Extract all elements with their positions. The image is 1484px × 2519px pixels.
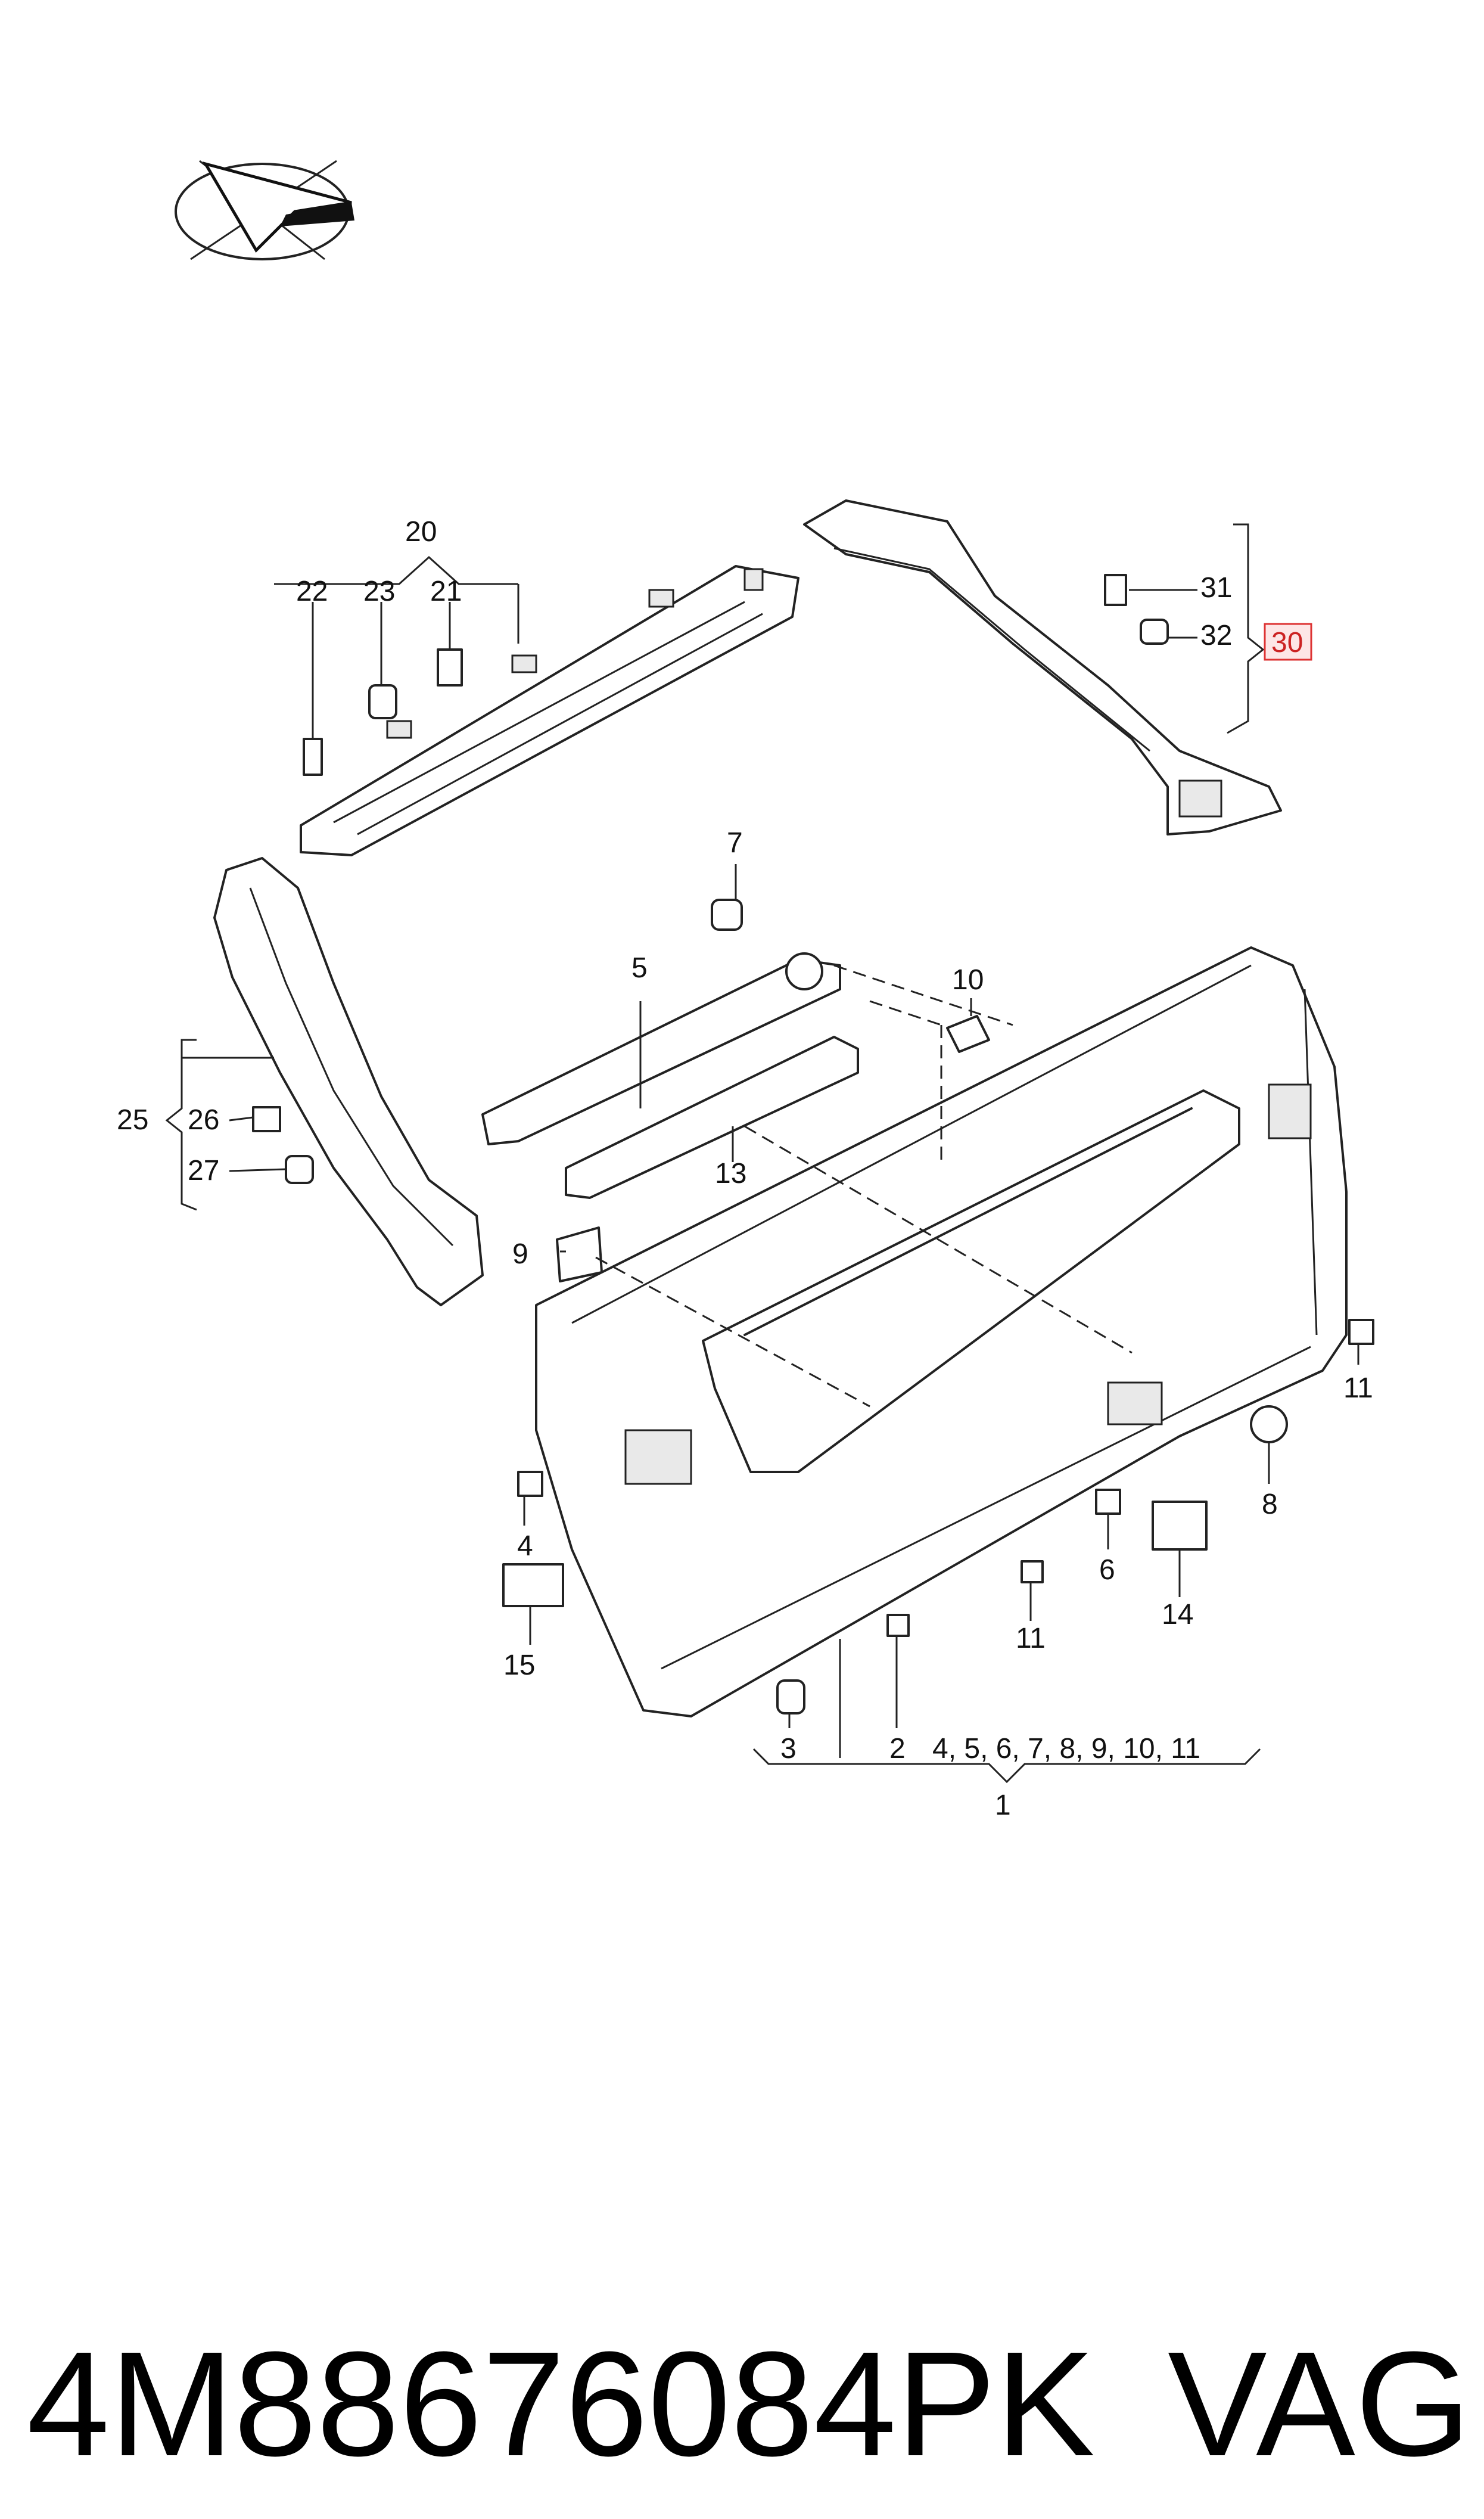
- label-11-lower: 11: [1016, 1623, 1046, 1654]
- small-parts: [252, 574, 1374, 1714]
- label-6: 6: [1099, 1554, 1115, 1586]
- handle-strip: [481, 952, 990, 1282]
- label-1: 1: [995, 1790, 1011, 1821]
- right-pillar-trim: [803, 499, 1282, 835]
- label-14: 14: [1162, 1599, 1193, 1630]
- brand-name: VAG: [1168, 2321, 1471, 2487]
- label-25: 25: [117, 1104, 148, 1136]
- label-32: 32: [1200, 620, 1232, 651]
- label-21: 21: [430, 576, 462, 607]
- label-23: 23: [363, 576, 395, 607]
- left-pillar-trim: [213, 857, 484, 1306]
- label-30-highlight: [1264, 623, 1312, 661]
- label-20: 20: [405, 516, 437, 548]
- direction-arrow-icon: [175, 160, 354, 260]
- label-2: 2: [889, 1733, 906, 1765]
- label-7: 7: [727, 827, 743, 859]
- label-9: 9: [512, 1238, 528, 1270]
- label-31: 31: [1200, 572, 1232, 604]
- upper-trim-panel: [300, 565, 799, 856]
- label-11-right: 11: [1343, 1372, 1373, 1404]
- label-5: 5: [631, 952, 648, 984]
- label-13: 13: [715, 1158, 746, 1189]
- label-8: 8: [1262, 1489, 1278, 1520]
- callout-labels: 20 22 23 21 31 32 30 7 5 10 25 26 27 13 …: [117, 516, 1373, 1821]
- label-4: 4: [517, 1530, 533, 1562]
- label-15: 15: [503, 1650, 535, 1681]
- leader-lines: [165, 523, 1359, 1784]
- dashed-guides: [595, 964, 1133, 1408]
- label-22: 22: [296, 576, 328, 607]
- tailgate-lining-panel: [535, 946, 1348, 1717]
- label-3: 3: [780, 1733, 797, 1765]
- part-number: 4M88676084PK: [27, 2321, 1095, 2487]
- label-group-1: 4, 5, 6, 7, 8, 9, 10, 11: [932, 1733, 1200, 1765]
- label-10: 10: [952, 964, 984, 996]
- label-27: 27: [188, 1155, 219, 1186]
- label-26: 26: [188, 1104, 219, 1136]
- label-30: 30: [1271, 627, 1303, 659]
